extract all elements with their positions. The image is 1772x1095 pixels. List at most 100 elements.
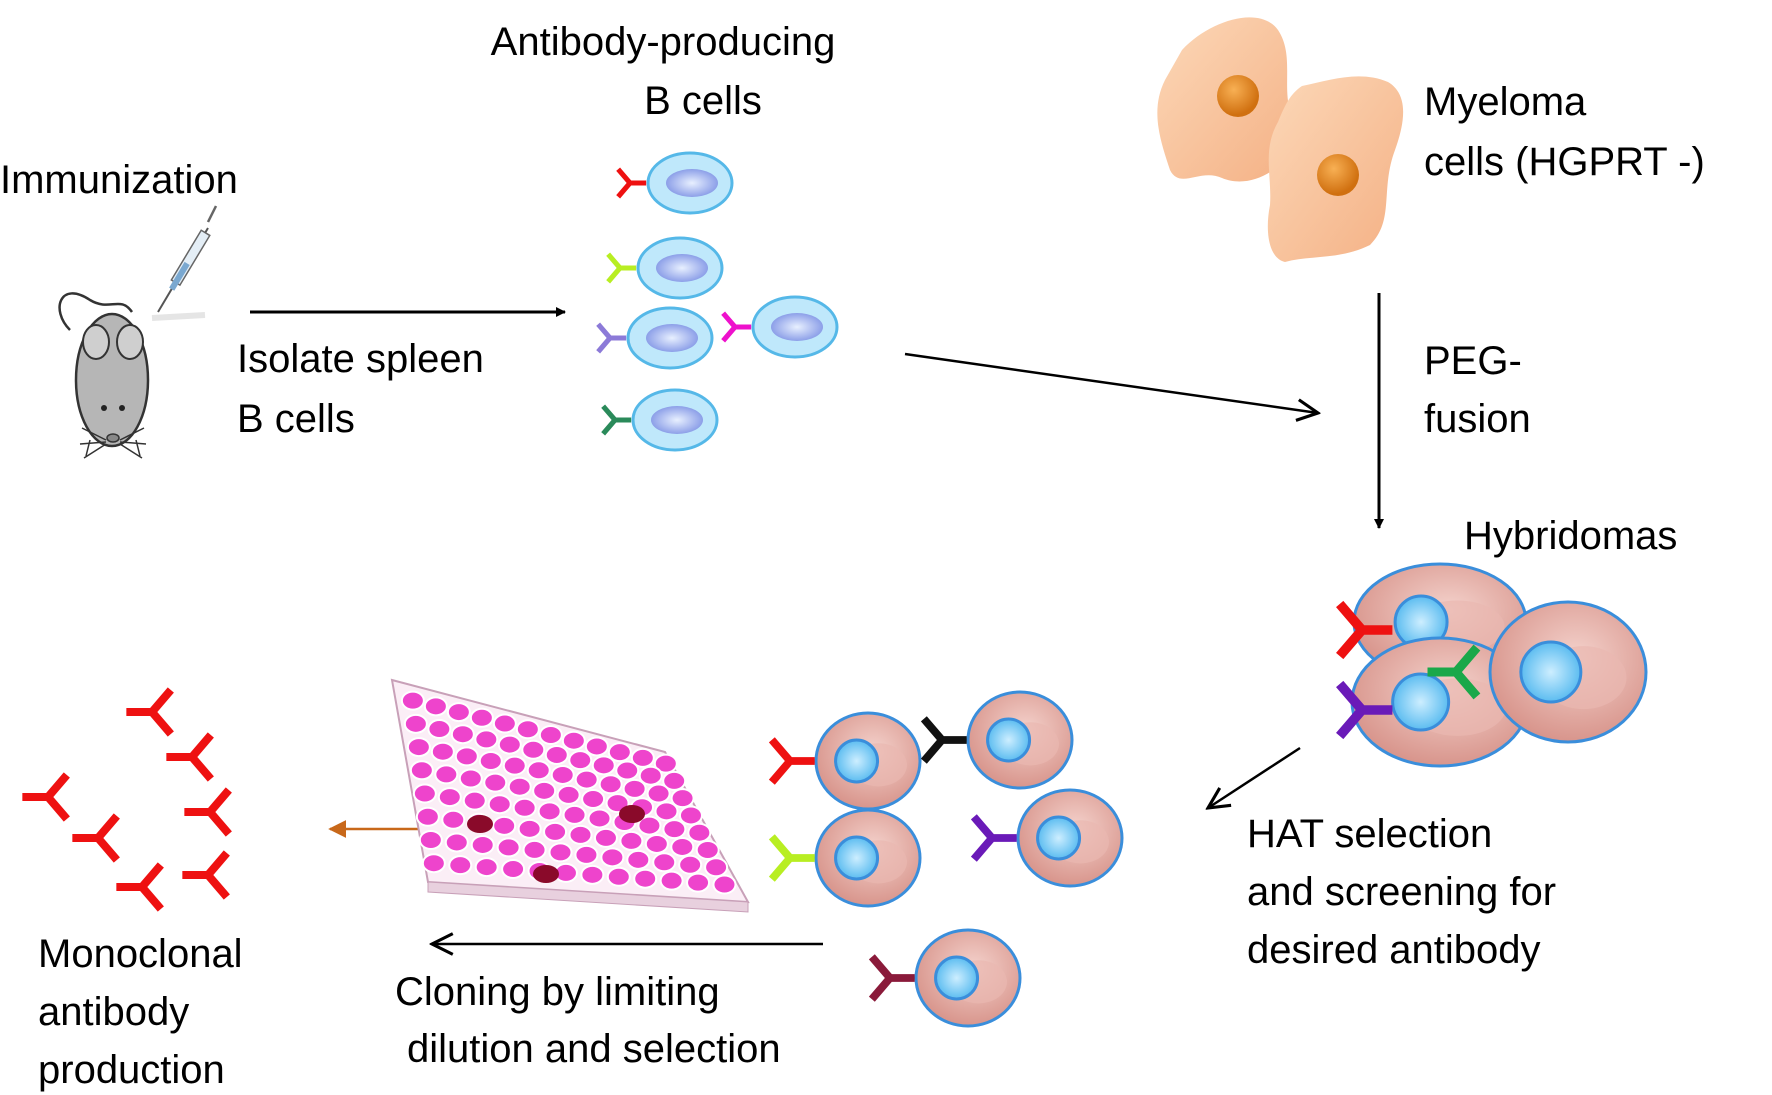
label-cloning-line1: Cloning by limiting — [395, 970, 720, 1014]
plate-well — [646, 783, 671, 804]
hybridoma-clone-cell — [768, 711, 922, 811]
plate-well — [458, 768, 483, 789]
plate-well — [507, 776, 532, 797]
plate-well — [497, 734, 522, 755]
b-cell-antibody-icon — [601, 404, 632, 436]
hybridoma-clone-cell — [868, 928, 1022, 1028]
selected-well — [619, 805, 645, 823]
arrow-bcells-to-hybridomas — [904, 352, 1318, 413]
plate-well — [644, 833, 669, 854]
plate-well — [687, 822, 712, 843]
monoclonal-antibody-icon — [166, 732, 214, 782]
b-cell — [721, 295, 839, 359]
plate-well — [593, 827, 618, 848]
plate-well — [659, 870, 684, 891]
plate-well — [454, 746, 479, 767]
plate-well — [619, 830, 644, 851]
plate-well — [556, 784, 581, 805]
monoclonal-antibody-icon — [116, 862, 164, 912]
plate-well — [526, 760, 551, 781]
label-monoclonal-line3: production — [38, 1048, 225, 1092]
plate-well — [543, 821, 568, 842]
clone-antibody-icon — [970, 814, 1017, 862]
plate-well — [474, 729, 499, 750]
label-peg-line1: PEG- — [1424, 339, 1522, 383]
hybridoma-antibody-icon — [1427, 644, 1481, 700]
plate-well — [615, 760, 640, 781]
b-cell — [596, 306, 714, 370]
plate-well — [607, 742, 632, 763]
plate-well — [581, 789, 606, 810]
plate-well — [502, 755, 527, 776]
plate-well — [427, 719, 452, 740]
plate-well — [496, 837, 521, 858]
clone-antibody-icon — [768, 737, 815, 785]
plate-well — [474, 857, 499, 878]
plate-well — [538, 724, 563, 745]
plate-well — [568, 750, 593, 771]
label-cloning-line2: dilution and selection — [407, 1027, 781, 1071]
plate-well — [423, 696, 448, 717]
monoclonal-antibody-icon — [72, 813, 120, 863]
label-monoclonal-line2: antibody — [38, 990, 189, 1034]
plate-well — [695, 839, 720, 860]
syringe-icon — [151, 205, 218, 321]
hybridoma-clone-cell — [768, 808, 922, 908]
plate-well — [544, 744, 569, 765]
label-isolate-line1: Isolate spleen — [237, 337, 484, 381]
label-isolate-line2: B cells — [237, 397, 355, 441]
plate-well — [654, 801, 679, 822]
label-bcells-line2: B cells — [644, 79, 762, 123]
plate-well — [670, 788, 695, 809]
plate-well — [400, 690, 425, 711]
plate-well — [537, 801, 562, 822]
plate-well — [622, 778, 647, 799]
plate-well — [712, 874, 737, 895]
plate-well — [550, 764, 575, 785]
plate-well — [600, 847, 625, 868]
plate-well — [492, 815, 517, 836]
plate-well — [606, 866, 631, 887]
plate-well — [532, 780, 557, 801]
plate-well — [448, 855, 473, 876]
clone-antibody-icon — [920, 716, 967, 764]
plate-well — [633, 868, 658, 889]
arrow-hybridomas-to-clones — [1208, 746, 1301, 808]
plate-well — [653, 753, 678, 774]
plate-well — [548, 842, 573, 863]
plate-well — [434, 764, 459, 785]
plate-well — [574, 844, 599, 865]
plate-well — [469, 707, 494, 728]
plate-well — [501, 859, 526, 880]
hybridoma-clone-cell — [920, 690, 1074, 790]
plate-well — [704, 857, 729, 878]
plate-well — [418, 829, 443, 850]
plate-well — [584, 736, 609, 757]
plate-well — [421, 853, 446, 874]
plate-well — [492, 713, 517, 734]
label-hybridomas: Hybridomas — [1464, 514, 1677, 558]
monoclonal-antibody-icon — [182, 850, 230, 900]
label-monoclonal-line1: Monoclonal — [38, 932, 243, 976]
plate-well — [403, 713, 428, 734]
myeloma-cells-illustration — [1157, 17, 1404, 262]
monoclonal-antibody-icon — [22, 772, 70, 822]
hybridoma-cell — [1488, 600, 1648, 744]
label-hat-line1: HAT selection — [1247, 812, 1492, 856]
plate-well — [450, 724, 475, 745]
plate-well — [441, 809, 466, 830]
selected-well — [533, 865, 559, 883]
b-cell — [601, 388, 719, 452]
plate-well — [670, 836, 695, 857]
plate-well — [678, 854, 703, 875]
plate-well — [444, 832, 469, 853]
label-hat-line2: and screening for — [1247, 870, 1556, 914]
hybridoma-clone-cell — [970, 788, 1124, 888]
mouse-icon — [58, 292, 150, 459]
b-cell — [606, 236, 724, 300]
plate-well — [686, 872, 711, 893]
plate-well — [562, 804, 587, 825]
monoclonal-antibody-icon — [184, 787, 232, 837]
